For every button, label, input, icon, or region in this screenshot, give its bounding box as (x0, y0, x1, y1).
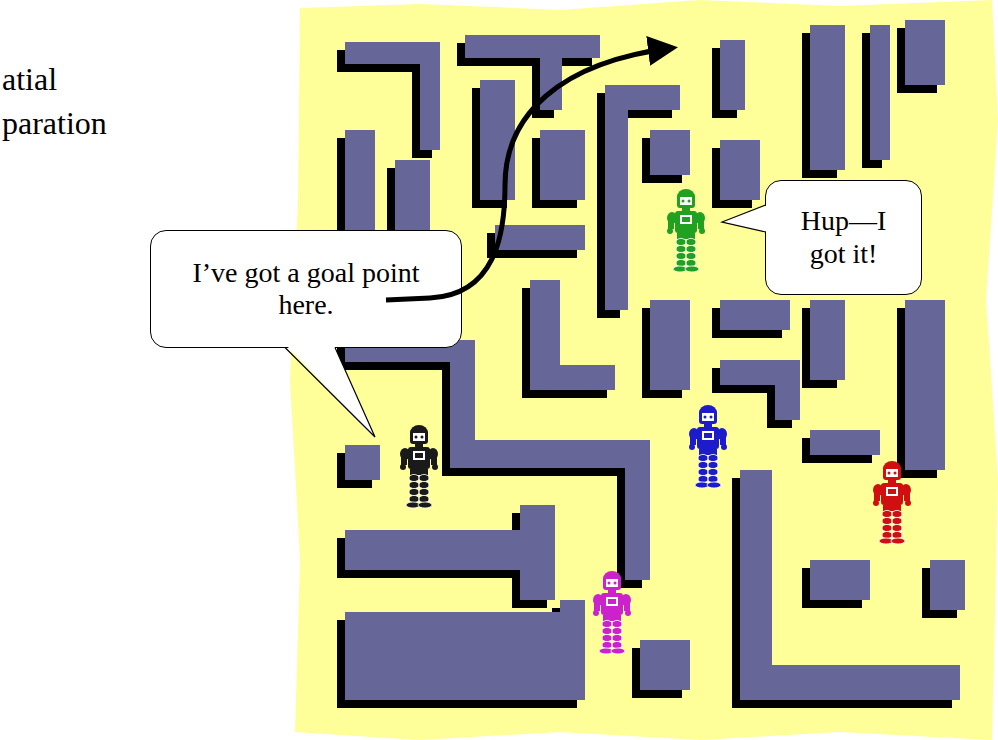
bubble-tail (722, 205, 766, 232)
speech-bubble: Hup—I got it! (765, 180, 922, 295)
slide-text: atial (2, 60, 57, 98)
route-arrow (386, 48, 672, 300)
bubble-tail (285, 348, 375, 438)
maze-walls (345, 20, 965, 700)
bubble-text: Hup—I got it! (792, 205, 895, 269)
robot-magenta (593, 571, 631, 654)
bubble-text: I’ve got a goal point here. (192, 257, 420, 321)
slide-text: paration (2, 104, 107, 142)
speech-bubble: I’ve got a goal point here. (150, 230, 462, 348)
bubble-tail-fill (286, 345, 375, 437)
robot-black (400, 425, 438, 508)
robot-green (667, 189, 705, 272)
robot-blue (689, 405, 727, 488)
robot-red (873, 461, 911, 544)
bubble-tail-fill (722, 205, 768, 232)
maze-ground (290, 0, 998, 740)
